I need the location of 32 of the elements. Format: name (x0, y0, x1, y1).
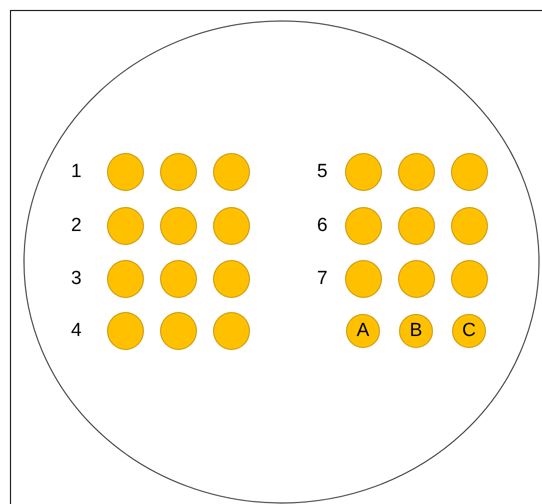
row-number: 2 (71, 216, 82, 235)
filled-circle (160, 153, 196, 191)
row-number: 4 (71, 321, 82, 340)
filled-circle (344, 207, 382, 245)
filled-circle (160, 207, 196, 245)
row-number: 7 (317, 269, 328, 288)
filled-circle (450, 207, 488, 245)
filled-circle (106, 312, 144, 350)
filled-circle (106, 153, 144, 191)
filled-circle (344, 260, 382, 298)
filled-circle (106, 207, 144, 245)
filled-circle (398, 260, 434, 298)
lettered-circle: C (452, 314, 486, 348)
row-number: 6 (317, 216, 328, 235)
lettered-circle: B (399, 314, 433, 348)
row-number: 5 (317, 162, 328, 181)
filled-circle (212, 260, 250, 298)
filled-circle (450, 260, 488, 298)
filled-circle (344, 153, 382, 191)
filled-circle (212, 312, 250, 350)
filled-circle (106, 260, 144, 298)
filled-circle (160, 260, 196, 298)
row-number: 1 (71, 162, 82, 181)
filled-circle (398, 207, 434, 245)
filled-circle (160, 312, 196, 350)
filled-circle (212, 153, 250, 191)
filled-circle (212, 207, 250, 245)
filled-circle (398, 153, 434, 191)
filled-circle (450, 153, 488, 191)
lettered-circle: A (346, 314, 380, 348)
row-number: 3 (71, 269, 82, 288)
large-circle (23, 20, 540, 504)
